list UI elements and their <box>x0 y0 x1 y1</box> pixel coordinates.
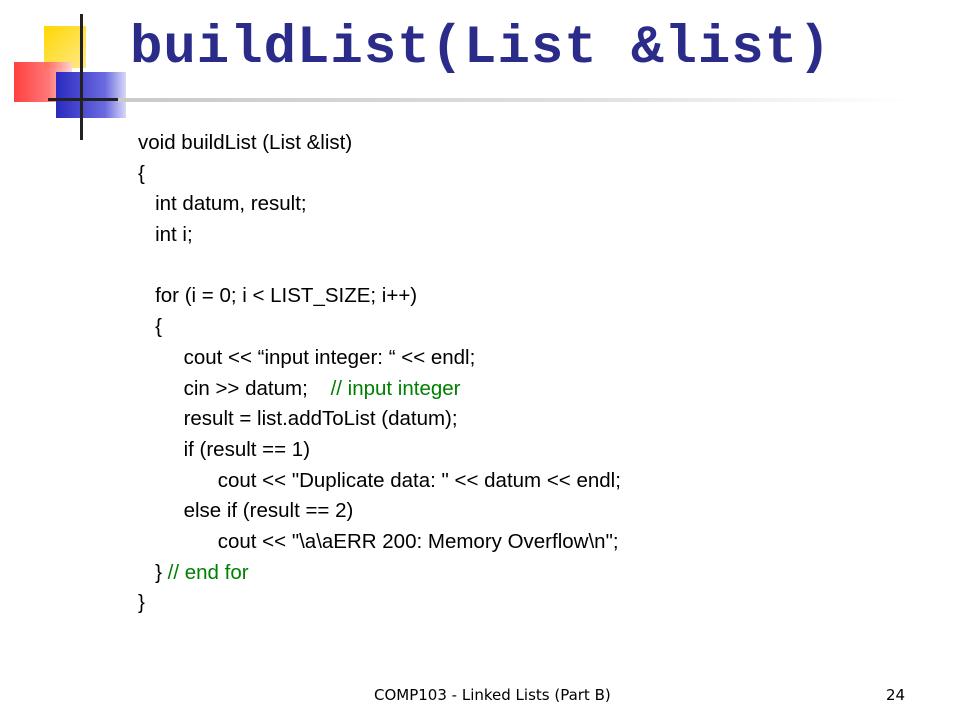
code-line: { <box>138 159 621 190</box>
code-text: for (i = 0; i < LIST_SIZE; i++) <box>138 284 418 308</box>
code-text: } <box>138 560 168 584</box>
code-text: cout << “input integer: “ << endl; <box>138 345 476 369</box>
code-line: } // end for <box>138 558 621 589</box>
code-line: cin >> datum; // input integer <box>138 374 621 405</box>
decorative-squares-icon <box>14 14 140 140</box>
code-text: int datum, result; <box>138 192 307 216</box>
code-text: cin >> datum; <box>138 376 331 400</box>
code-line: result = list.addToList (datum); <box>138 404 621 435</box>
code-text: void buildList (List &list) <box>138 131 353 154</box>
code-line: void buildList (List &list) <box>138 128 621 159</box>
page-number: 24 <box>886 686 906 704</box>
code-line: else if (result == 2) <box>138 496 621 527</box>
title-underline <box>118 98 908 102</box>
code-line <box>138 251 621 282</box>
code-line: int i; <box>138 220 621 251</box>
code-line: cout << "Duplicate data: " << datum << e… <box>138 466 621 497</box>
code-text: result = list.addToList (datum); <box>138 407 458 431</box>
code-text: { <box>138 161 145 185</box>
code-text: if (result == 1) <box>138 437 311 461</box>
code-comment: // input integer <box>330 376 461 400</box>
code-text: else if (result == 2) <box>138 499 354 523</box>
code-comment: // end for <box>167 560 249 584</box>
slide-footer: COMP103 - Linked Lists (Part B) 24 <box>0 684 960 708</box>
code-block: void buildList (List &list) { int datum, … <box>138 128 621 619</box>
footer-text: COMP103 - Linked Lists (Part B) <box>374 686 611 704</box>
code-line: int datum, result; <box>138 189 621 220</box>
code-text: { <box>138 315 162 339</box>
code-text: } <box>138 591 145 615</box>
code-line: for (i = 0; i < LIST_SIZE; i++) <box>138 281 621 312</box>
code-line: if (result == 1) <box>138 435 621 466</box>
code-line: { <box>138 312 621 343</box>
code-line: cout << “input integer: “ << endl; <box>138 343 621 374</box>
code-text: cout << "Duplicate data: " << datum << e… <box>138 468 621 492</box>
code-line: } <box>138 588 621 619</box>
code-text: int i; <box>138 223 193 247</box>
slide-title: buildList(List &list) <box>130 18 832 79</box>
code-text: cout << "\a\aERR 200: Memory Overflow\n"… <box>138 529 619 553</box>
code-line: cout << "\a\aERR 200: Memory Overflow\n"… <box>138 527 621 558</box>
